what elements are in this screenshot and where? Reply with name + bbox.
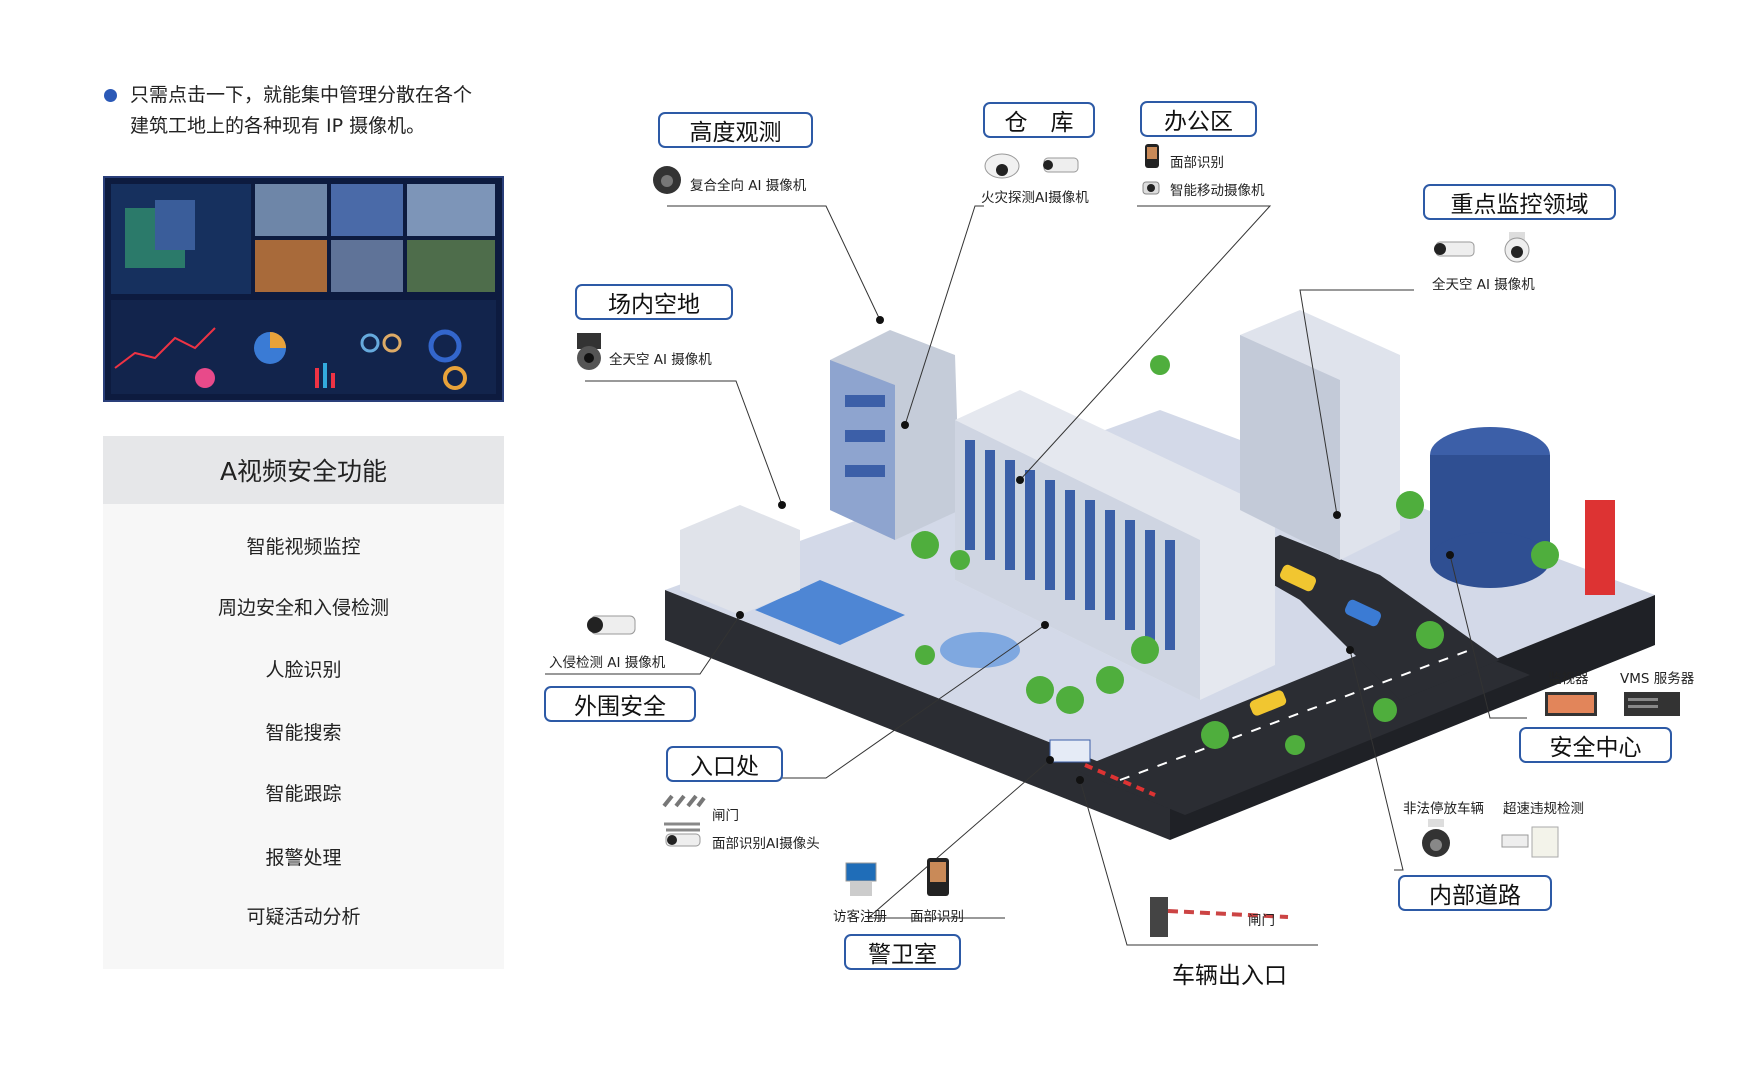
bullet-camera-icon: [587, 615, 636, 635]
zone-entrance-tag: 入口处: [666, 746, 783, 782]
intro-line-2: 建筑工地上的各种现有 IP 摄像机。: [130, 115, 426, 137]
dome-camera-icon: [984, 153, 1020, 179]
fountain: [940, 632, 1020, 668]
feature-item: 报警处理: [265, 847, 342, 869]
speed-camera-icon: [1501, 826, 1559, 858]
zone-guard-device-1: 访客注册: [833, 909, 887, 925]
zone-height-device: 复合全向 AI 摄像机: [690, 178, 807, 194]
ground-side-left: [665, 590, 1170, 840]
zone-yard-device: 全天空 AI 摄像机: [609, 352, 712, 368]
bullet-camera-icon: [1434, 241, 1475, 257]
zone-office-device-1: 面部识别: [1170, 155, 1224, 171]
feature-item: 智能视频监控: [246, 536, 361, 558]
zone-yard-tag: 场内空地: [575, 284, 733, 320]
zone-height-tag: 高度观测: [658, 112, 813, 148]
zone-key-device: 全天空 AI 摄像机: [1432, 277, 1535, 293]
zone-vehicle-tag: 车辆出入口: [1172, 963, 1287, 989]
zone-guard-device-2: 面部识别: [910, 909, 964, 925]
face-terminal-icon: [1145, 144, 1159, 168]
ptz-camera-icon: [1504, 232, 1530, 263]
gate-icon: [662, 794, 706, 808]
dashboard-thumbnail: [105, 178, 502, 400]
feature-item: 人脸识别: [265, 659, 342, 681]
intro-text: 只需点击一下，就能集中管理分散在各个 建筑工地上的各种现有 IP 摄像机。: [104, 80, 524, 142]
zone-warehouse-tag: 仓 库: [983, 102, 1095, 138]
small-building: [680, 505, 800, 615]
feature-item: 周边安全和入侵检测: [217, 597, 389, 619]
face-terminal-icon: [927, 858, 949, 896]
dome-camera-icon: [653, 166, 681, 194]
feature-panel: A视频安全功能 智能视频监控 周边安全和入侵检测 人脸识别 智能搜索 智能跟踪 …: [103, 436, 504, 969]
ptz-camera-icon: [577, 333, 601, 370]
zone-security-device-1: 监视器: [1548, 671, 1589, 687]
zone-road-device-2: 超速违规检测: [1503, 801, 1584, 817]
zone-road-device-1: 非法停放车辆: [1403, 801, 1484, 817]
bullet-dot: [104, 89, 117, 102]
zone-entrance-device-2: 面部识别AI摄像头: [712, 836, 820, 852]
bullet-camera-icon: [1043, 157, 1079, 173]
zone-perimeter-tag: 外围安全: [544, 686, 696, 722]
zone-vehicle-device: 闸门: [1248, 913, 1275, 929]
zone-security-device-2: VMS 服务器: [1620, 671, 1695, 687]
zone-road-tag: 内部道路: [1398, 875, 1552, 911]
monitor-icon: [1545, 692, 1597, 716]
zone-warehouse-device: 火灾探测AI摄像机: [981, 190, 1089, 206]
zone-office-device-2: 智能移动摄像机: [1170, 183, 1265, 199]
zone-security-tag: 安全中心: [1519, 727, 1672, 763]
zone-guard-tag: 警卫室: [844, 934, 961, 970]
zone-perimeter-device: 入侵检测 AI 摄像机: [549, 655, 666, 671]
zone-key-tag: 重点监控领域: [1423, 184, 1616, 220]
dashboard-screenshot: [103, 176, 504, 402]
pool: [755, 580, 905, 645]
feature-item: 智能搜索: [265, 722, 342, 744]
zone-entrance-device-1: 闸门: [712, 808, 739, 824]
feature-panel-title: A视频安全功能: [103, 436, 504, 504]
zone-office-tag: 办公区: [1140, 101, 1257, 137]
mobile-camera-icon: [1142, 181, 1160, 195]
feature-item: 可疑活动分析: [246, 906, 361, 928]
intro-line-1: 只需点击一下，就能集中管理分散在各个: [130, 84, 473, 106]
barrier-gate-icon: [1150, 897, 1289, 937]
feature-item: 智能跟踪: [265, 783, 342, 805]
face-camera-icon: [664, 822, 701, 847]
server-icon: [1624, 692, 1680, 716]
visitor-kiosk-icon: [845, 862, 877, 896]
ptz-camera-icon: [1422, 819, 1450, 857]
